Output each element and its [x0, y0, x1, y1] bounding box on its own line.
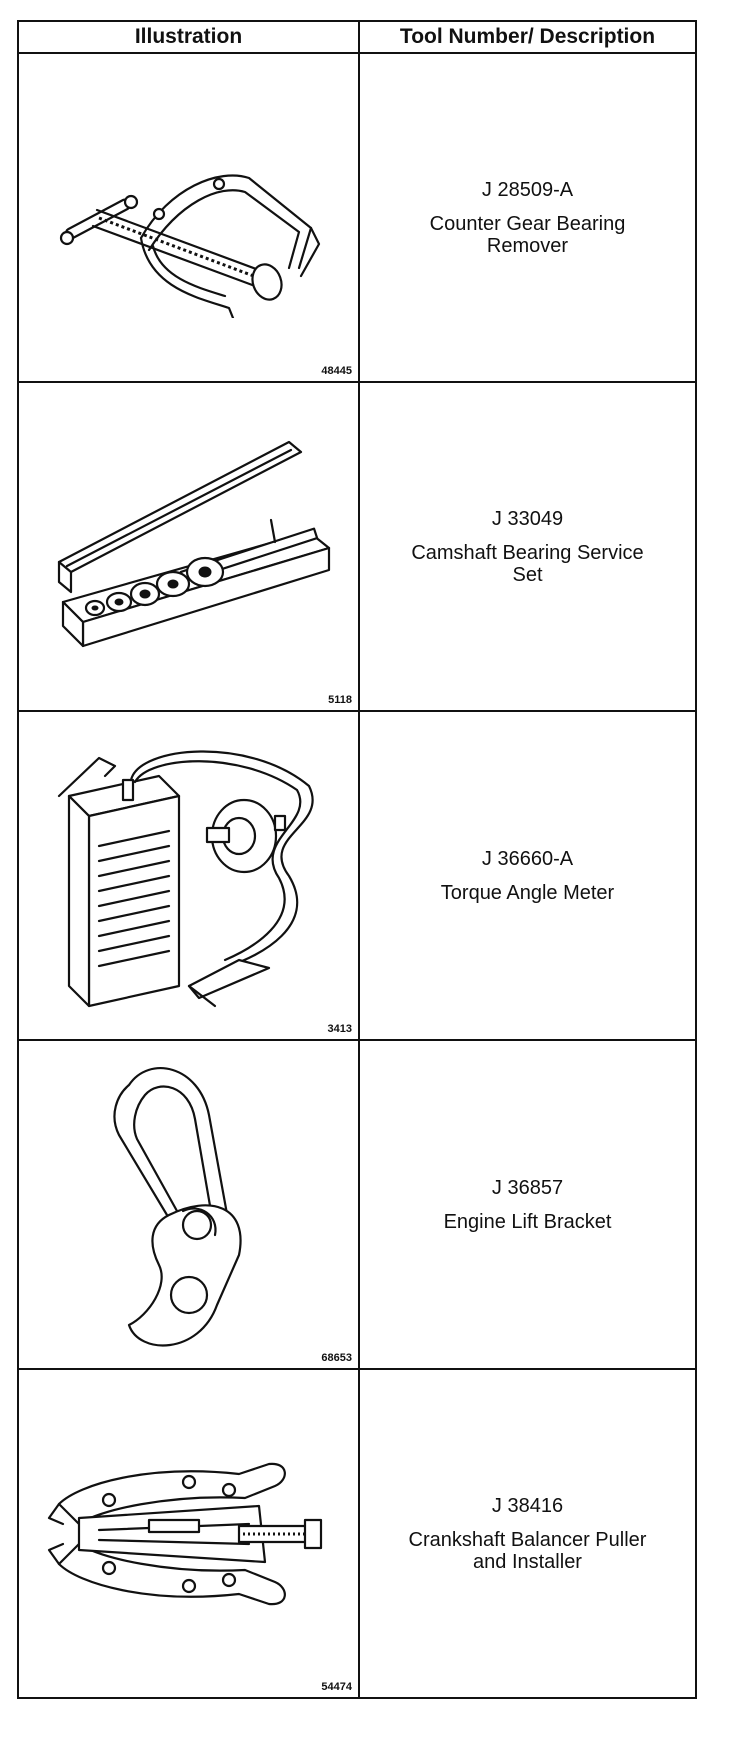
figure-number: 68653 — [321, 1352, 352, 1364]
tool-description: Counter Gear Bearing Remover — [429, 212, 626, 257]
description-cell: J 33049 Camshaft Bearing Service Set — [358, 381, 697, 712]
figure-number: 48445 — [321, 365, 352, 377]
illustration-cell: 5118 — [17, 381, 360, 712]
description-cell: J 38416 Crankshaft Balancer Puller and I… — [358, 1368, 697, 1699]
figure-number: 5118 — [328, 694, 352, 706]
header-tool-description: Tool Number/ Description — [358, 20, 697, 54]
bearing-remover-icon — [59, 173, 320, 318]
header-illustration: Illustration — [17, 20, 360, 54]
illustration-cell: 54474 — [17, 1368, 360, 1699]
description-cell: J 36660-A Torque Angle Meter — [358, 710, 697, 1041]
figure-number: 54474 — [321, 1681, 352, 1693]
table-row: 3413 J 36660-A Torque Angle Meter — [17, 710, 697, 1041]
tool-description: Camshaft Bearing Service Set — [411, 541, 644, 586]
torque-angle-meter-icon — [57, 749, 314, 1007]
lift-bracket-icon — [113, 1066, 242, 1347]
table-row: 54474 J 38416 Crankshaft Balancer Puller… — [17, 1368, 697, 1699]
illustration-cell: 68653 — [17, 1039, 360, 1370]
tool-number: J 36660-A — [481, 847, 574, 870]
table-row: 68653 J 36857 Engine Lift Bracket — [17, 1039, 697, 1370]
description-cell: J 28509-A Counter Gear Bearing Remover — [358, 52, 697, 383]
table-row: 5118 J 33049 Camshaft Bearing Service Se… — [17, 381, 697, 712]
special-tools-table: Illustration Tool Number/ Description — [17, 20, 697, 1699]
tool-number: J 28509-A — [481, 178, 574, 201]
balancer-puller-icon — [47, 1462, 322, 1605]
tool-number: J 36857 — [491, 1176, 564, 1199]
tool-number: J 38416 — [491, 1494, 564, 1517]
table-header-row: Illustration Tool Number/ Description — [17, 20, 697, 54]
illustration-cell: 48445 — [17, 52, 360, 383]
bearing-service-set-icon — [57, 440, 330, 647]
description-cell: J 36857 Engine Lift Bracket — [358, 1039, 697, 1370]
tool-number: J 33049 — [491, 507, 564, 530]
illustration-cell: 3413 — [17, 710, 360, 1041]
tool-description: Engine Lift Bracket — [443, 1210, 612, 1233]
tool-description: Torque Angle Meter — [440, 881, 615, 904]
figure-number: 3413 — [327, 1023, 352, 1035]
table-row: 48445 J 28509-A Counter Gear Bearing Rem… — [17, 52, 697, 383]
tool-description: Crankshaft Balancer Puller and Installer — [408, 1528, 647, 1573]
